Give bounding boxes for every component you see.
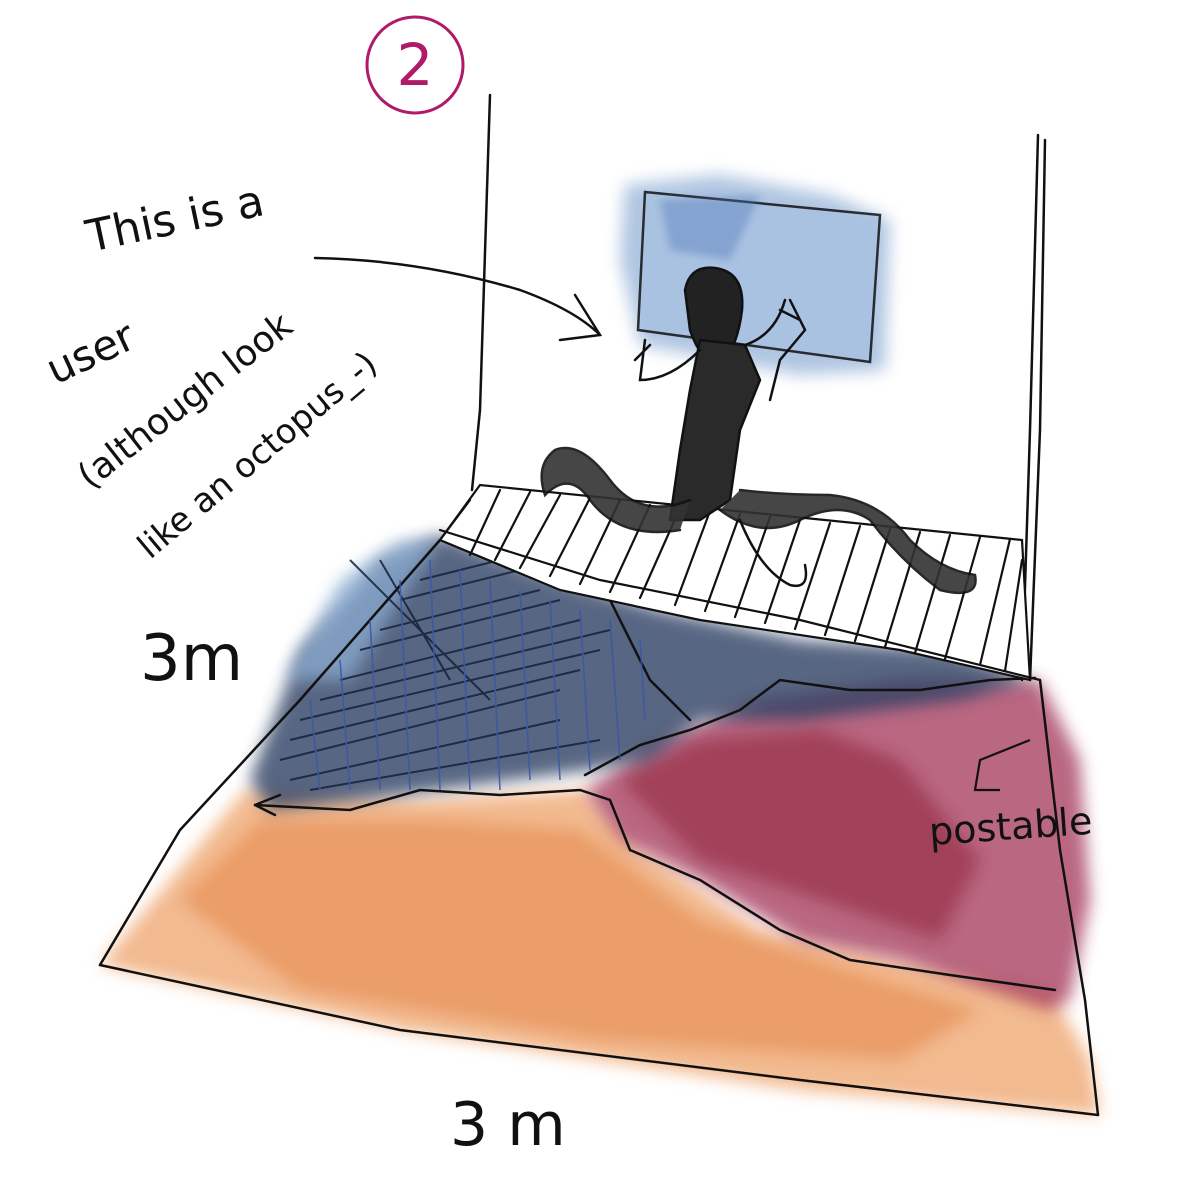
note-line-2: user — [39, 311, 143, 394]
side-dimension-label: 3m — [140, 622, 243, 696]
annotation-arrow — [315, 258, 600, 340]
page-number: 2 — [397, 31, 434, 99]
screen — [620, 175, 890, 375]
note-line-1: This is a — [81, 175, 269, 263]
page-number-badge: 2 — [367, 17, 463, 113]
right-wall-line-b — [1030, 140, 1045, 680]
left-wall-line — [472, 95, 490, 490]
bottom-dimension-label: 3 m — [450, 1090, 566, 1160]
note-line-4: like an octopus_-) — [130, 344, 385, 567]
handwritten-note: This is a user (although look like an oc… — [39, 175, 386, 566]
